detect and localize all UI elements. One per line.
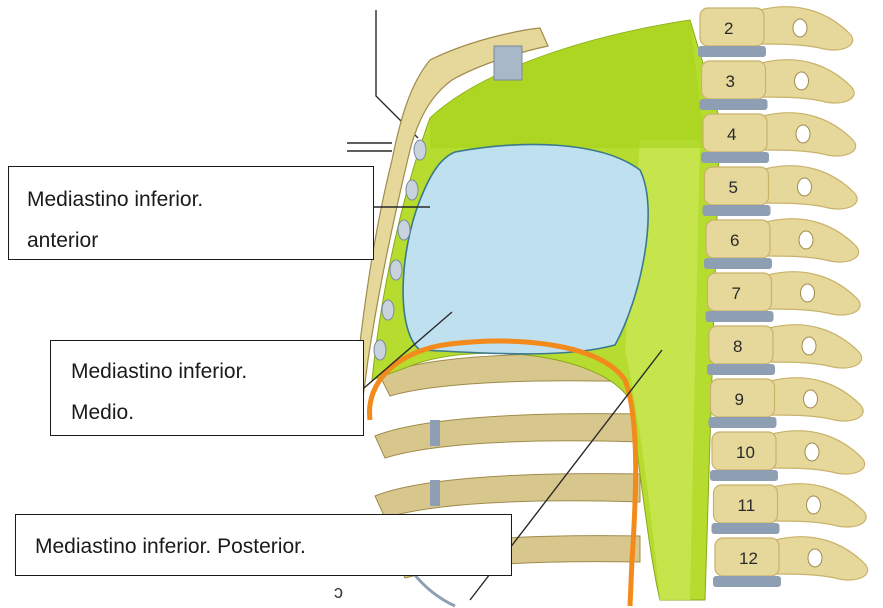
label-anterior-line2: anterior [27,230,98,251]
intervertebral-disc [709,417,777,428]
vertebral-foramen [793,19,807,37]
intervertebral-disc [701,152,769,163]
vertebral-foramen [804,390,818,408]
intervertebral-disc [713,576,781,587]
vertebra-number: 9 [735,390,744,409]
vertebra-number: 6 [730,231,739,250]
label-anterior-line1: Mediastino inferior. [27,189,203,210]
vertebra-number: 3 [726,72,735,91]
vertebra: 9 [709,378,864,428]
intervertebral-disc [707,364,775,375]
label-mediastino-medio: Mediastino inferior. Medio. [50,340,364,436]
vertebra: 11 [712,484,867,534]
vertebra-number: 7 [732,284,741,303]
vertebra: 10 [710,431,865,481]
vertebral-foramen [798,178,812,196]
label-medio-line1: Mediastino inferior. [71,361,247,382]
intervertebral-disc [710,470,778,481]
vertebra: 6 [704,219,859,269]
label-medio-line2: Medio. [71,402,134,423]
vertebra-number: 11 [738,496,756,515]
vertebral-foramen [801,284,815,302]
vertebra-number: 2 [724,19,733,38]
intervertebral-disc [698,46,766,57]
intervertebral-disc [700,99,768,110]
superior-mediastinum-shade [430,20,705,148]
vertebral-foramen [805,443,819,461]
vertebra: 8 [707,325,862,375]
intervertebral-disc [703,205,771,216]
vertebra-number: 8 [733,337,742,356]
label-mediastino-posterior: Mediastino inferior. Posterior. [15,514,512,576]
vertebra-number: 5 [729,178,738,197]
vertebra-number: 10 [736,443,755,462]
vertebral-foramen [796,125,810,143]
vertebra: 3 [700,60,855,110]
vertebra: 2 [698,7,853,57]
vertebra: 4 [701,113,856,163]
label-posterior-line1: Mediastino inferior. Posterior. [35,536,306,557]
vertebral-foramen [807,496,821,514]
vertebra: 5 [703,166,858,216]
vertebral-foramen [808,549,822,567]
vertebra-number: 4 [727,125,736,144]
vertebra-number: 12 [739,549,758,568]
vertebral-column: 2 3 4 5 6 7 8 9 10 11 12 [698,7,868,587]
intervertebral-disc [706,311,774,322]
label-mediastino-anterior: Mediastino inferior. anterior [8,166,374,260]
intervertebral-disc [704,258,772,269]
stray-mark: ↄ [334,582,343,602]
vertebral-foramen [802,337,816,355]
vertebra: 12 [713,537,868,587]
intervertebral-disc [712,523,780,534]
vertebra: 7 [706,272,861,322]
vertebral-foramen [799,231,813,249]
vertebral-foramen [795,72,809,90]
